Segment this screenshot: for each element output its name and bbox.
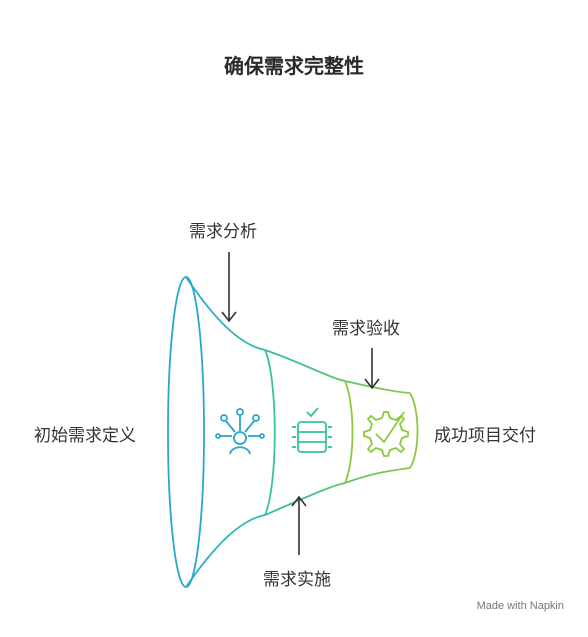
- stage-label-implementation: 需求实施: [263, 570, 331, 590]
- funnel-mouth: [167, 276, 205, 588]
- funnel-bottom-edge: [185, 467, 411, 588]
- diagram-title: 确保需求完整性: [224, 54, 364, 78]
- arrow-acceptance: [364, 348, 380, 390]
- segment-divider-2: [344, 380, 354, 484]
- funnel-top-edge: [185, 276, 411, 394]
- segment-divider-1: [264, 349, 276, 516]
- stage-label-analysis: 需求分析: [189, 222, 257, 242]
- people-network-icon: [215, 408, 265, 455]
- checklist-server-icon: [292, 407, 332, 453]
- napkin-credit: Made with Napkin: [476, 600, 564, 612]
- stage-label-acceptance: 需求验收: [332, 319, 400, 339]
- funnel-spout-end: [409, 392, 419, 469]
- arrow-analysis: [221, 252, 237, 323]
- arrow-implementation: [291, 495, 307, 555]
- gear-check-icon: [363, 411, 409, 457]
- output-label: 成功项目交付: [434, 426, 536, 446]
- input-label: 初始需求定义: [34, 426, 136, 446]
